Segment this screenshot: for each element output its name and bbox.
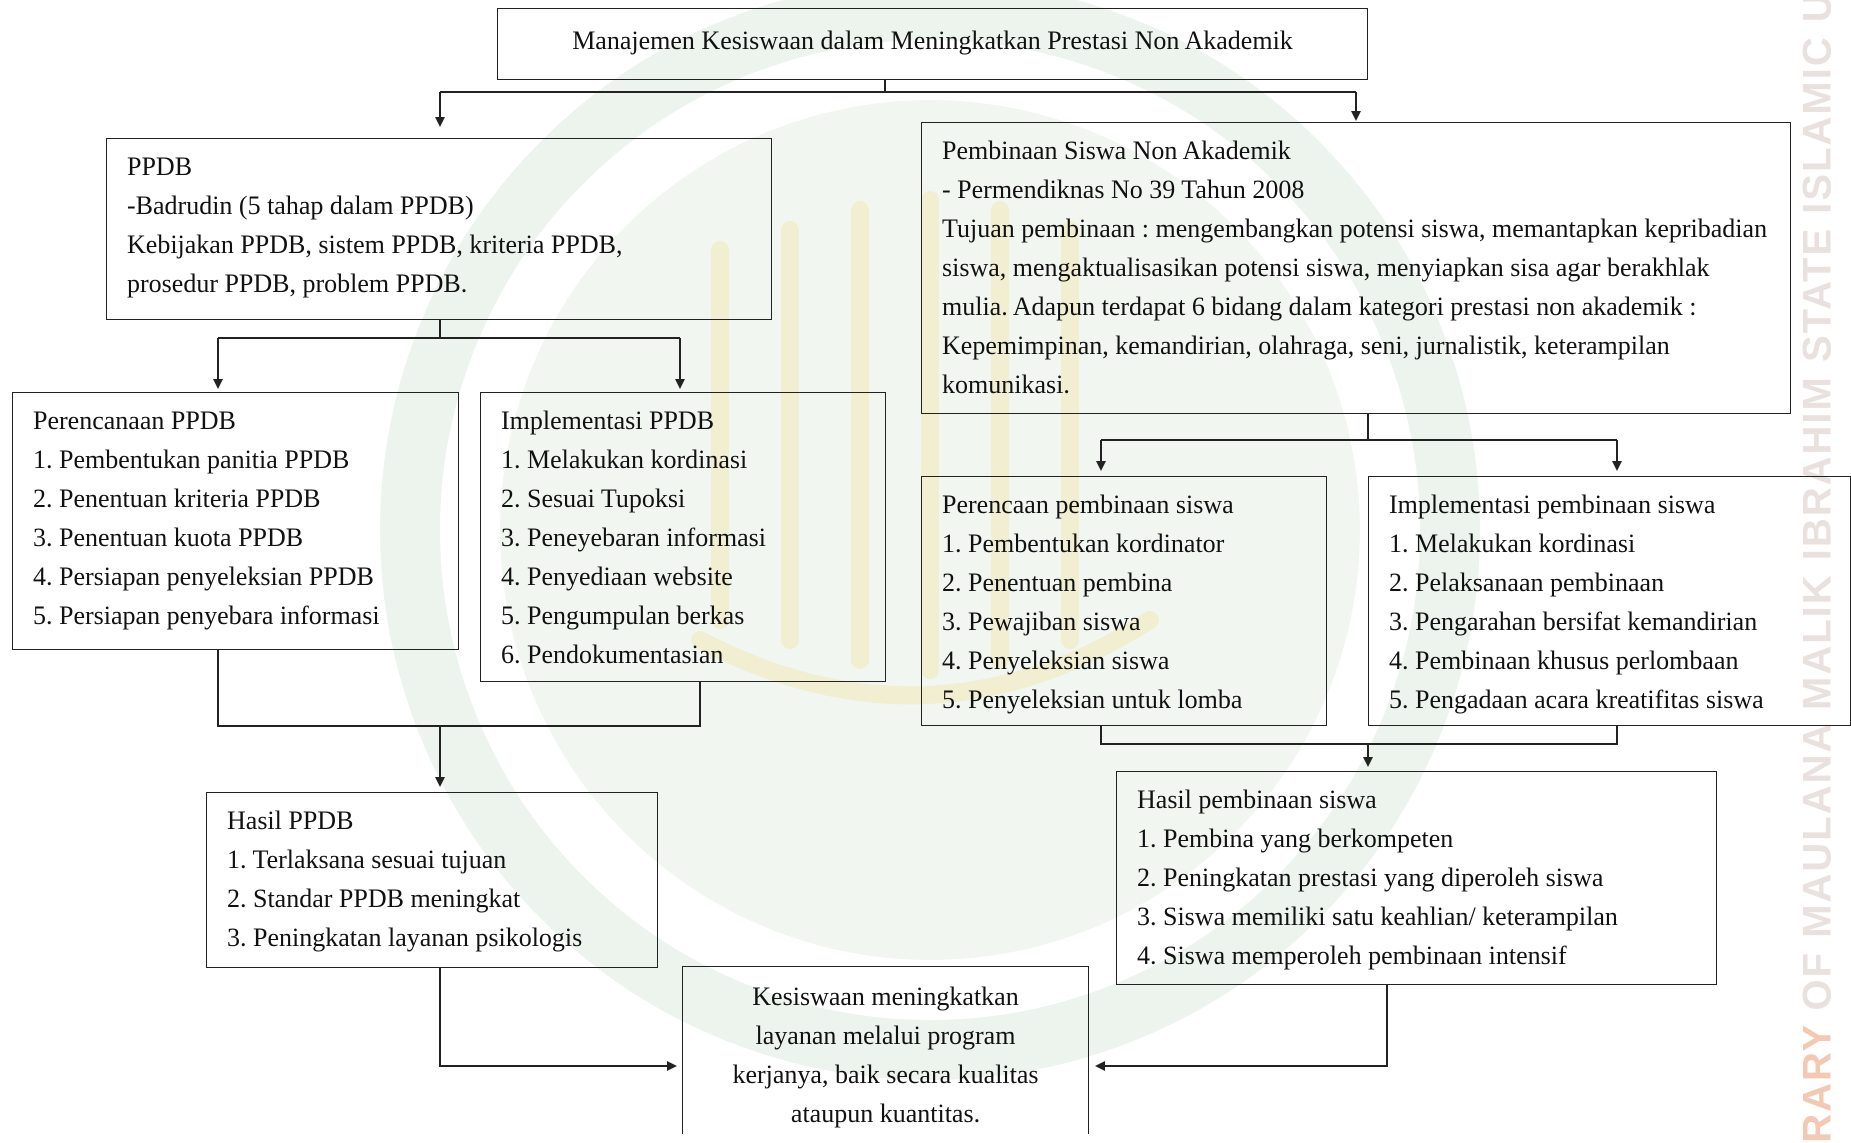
pembinaan-description: Tujuan pembinaan : mengembangkan potensi… [942, 214, 1768, 399]
perencanaan-pembinaan-item: 2. Penentuan pembina [942, 568, 1173, 597]
diagram-title-box: Manajemen Kesiswaan dalam Meningkatkan P… [497, 8, 1368, 80]
implementasi-pembinaan-item: 1. Melakukan kordinasi [1389, 529, 1636, 558]
hasil-pembinaan-title: Hasil pembinaan siswa [1137, 785, 1377, 814]
implementasi-ppdb-item: 4. Penyediaan website [501, 562, 733, 591]
perencanaan-ppdb-item: 4. Persiapan penyeleksian PPDB [33, 562, 374, 591]
hasil-ppdb-item: 3. Peningkatan layanan psikologis [227, 923, 583, 952]
conclusion-line: ataupun kuantitas. [790, 1099, 981, 1128]
ppdb-box: PPDB -Badrudin (5 tahap dalam PPDB) Kebi… [106, 138, 772, 320]
side-watermark-accent: RARY [1795, 1023, 1840, 1143]
implementasi-ppdb-title: Implementasi PPDB [501, 406, 715, 435]
implementasi-ppdb-item: 5. Pengumpulan berkas [501, 601, 745, 630]
hasil-pembinaan-item: 3. Siswa memiliki satu keahlian/ keteram… [1137, 902, 1618, 931]
implementasi-pembinaan-item: 5. Pengadaan acara kreatifitas siswa [1389, 685, 1764, 714]
conclusion-line: layanan melalui program [755, 1021, 1016, 1050]
hasil-ppdb-item: 2. Standar PPDB meningkat [227, 884, 521, 913]
ppdb-title: PPDB [127, 152, 193, 181]
hasil-ppdb-title: Hasil PPDB [227, 806, 354, 835]
implementasi-pembinaan-item: 3. Pengarahan bersifat kemandirian [1389, 607, 1758, 636]
perencanaan-pembinaan-item: 4. Penyeleksian siswa [942, 646, 1170, 675]
perencanaan-ppdb-item: 5. Persiapan penyebara informasi [33, 601, 380, 630]
perencanaan-pembinaan-title: Perencaan pembinaan siswa [942, 490, 1234, 519]
perencanaan-pembinaan-item: 1. Pembentukan kordinator [942, 529, 1225, 558]
perencanaan-pembinaan-item: 3. Pewajiban siswa [942, 607, 1141, 636]
implementasi-pembinaan-title: Implementasi pembinaan siswa [1389, 490, 1716, 519]
hasil-ppdb-item: 1. Terlaksana sesuai tujuan [227, 845, 507, 874]
conclusion-box: Kesiswaan meningkatkan layanan melalui p… [682, 966, 1089, 1134]
hasil-pembinaan-item: 4. Siswa memperoleh pembinaan intensif [1137, 941, 1567, 970]
hasil-pembinaan-item: 1. Pembina yang berkompeten [1137, 824, 1454, 853]
diagram-title: Manajemen Kesiswaan dalam Meningkatkan P… [572, 26, 1293, 55]
ppdb-line: prosedur PPDB, problem PPDB. [127, 269, 468, 298]
implementasi-ppdb-item: 1. Melakukan kordinasi [501, 445, 748, 474]
perencanaan-ppdb-box: Perencanaan PPDB 1. Pembentukan panitia … [12, 392, 459, 650]
implementasi-ppdb-item: 6. Pendokumentasian [501, 640, 724, 669]
hasil-pembinaan-item: 2. Peningkatan prestasi yang diperoleh s… [1137, 863, 1604, 892]
implementasi-ppdb-item: 2. Sesuai Tupoksi [501, 484, 686, 513]
pembinaan-subtitle: - Permendiknas No 39 Tahun 2008 [942, 175, 1305, 204]
hasil-ppdb-box: Hasil PPDB 1. Terlaksana sesuai tujuan 2… [206, 792, 658, 968]
implementasi-ppdb-item: 3. Peneyebaran informasi [501, 523, 766, 552]
conclusion-line: Kesiswaan meningkatkan [752, 982, 1019, 1011]
perencanaan-pembinaan-item: 5. Penyeleksian untuk lomba [942, 685, 1243, 714]
perencanaan-pembinaan-box: Perencaan pembinaan siswa 1. Pembentukan… [921, 476, 1327, 726]
perencanaan-ppdb-item: 1. Pembentukan panitia PPDB [33, 445, 350, 474]
pembinaan-box: Pembinaan Siswa Non Akademik - Permendik… [921, 122, 1791, 414]
perencanaan-ppdb-item: 2. Penentuan kriteria PPDB [33, 484, 321, 513]
implementasi-pembinaan-item: 4. Pembinaan khusus perlombaan [1389, 646, 1739, 675]
implementasi-pembinaan-item: 2. Pelaksanaan pembinaan [1389, 568, 1665, 597]
implementasi-pembinaan-box: Implementasi pembinaan siswa 1. Melakuka… [1368, 476, 1851, 726]
implementasi-ppdb-box: Implementasi PPDB 1. Melakukan kordinasi… [480, 392, 886, 682]
pembinaan-title: Pembinaan Siswa Non Akademik [942, 136, 1291, 165]
ppdb-line: Kebijakan PPDB, sistem PPDB, kriteria PP… [127, 230, 623, 259]
perencanaan-ppdb-title: Perencanaan PPDB [33, 406, 236, 435]
hasil-pembinaan-box: Hasil pembinaan siswa 1. Pembina yang be… [1116, 771, 1717, 985]
ppdb-line: -Badrudin (5 tahap dalam PPDB) [127, 191, 474, 220]
conclusion-line: kerjanya, baik secara kualitas [732, 1060, 1039, 1089]
perencanaan-ppdb-item: 3. Penentuan kuota PPDB [33, 523, 304, 552]
